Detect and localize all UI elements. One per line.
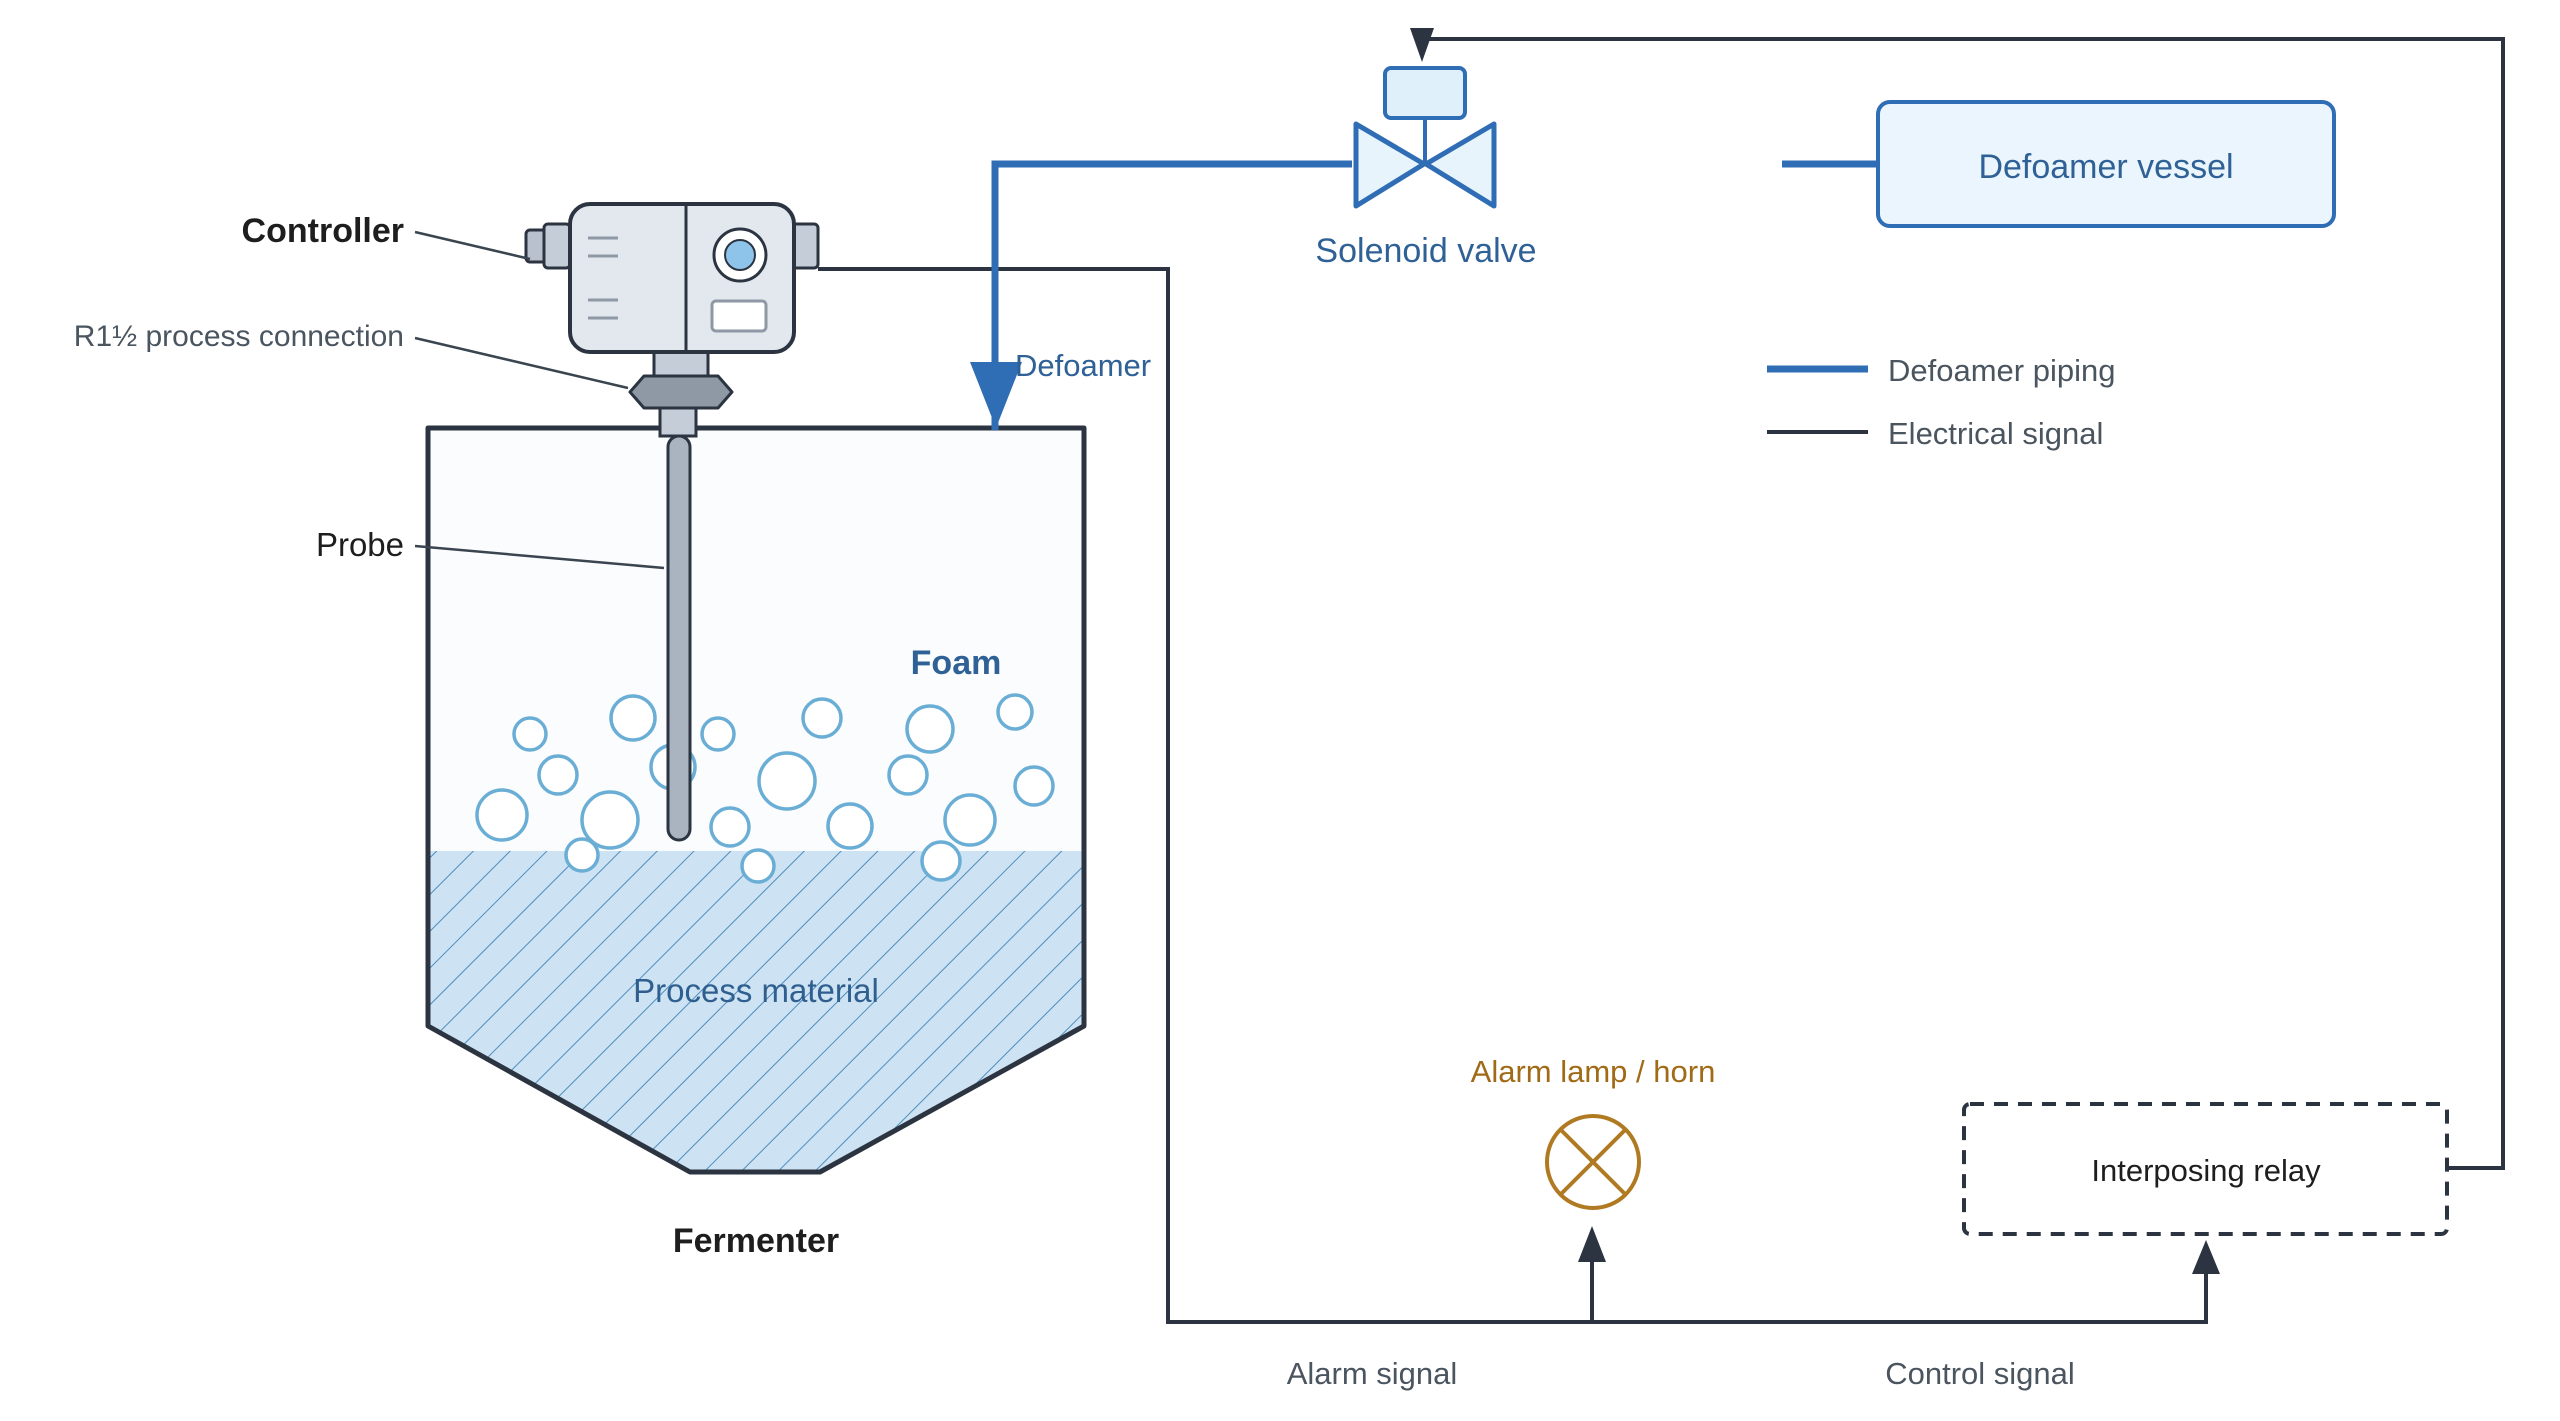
controller-label: Controller [242,212,404,250]
defoamer-piping [991,160,1878,430]
process-connection-label: R1½ process connection [74,320,404,353]
foam-bubbles [475,693,1055,884]
controller-output-wire [818,267,2208,1324]
legend-piping-label: Defoamer piping [1888,353,2115,388]
alarm-lamp-label: Alarm lamp / horn [1471,1054,1716,1089]
process-material-liquid [428,851,1084,1172]
process-material-label: Process material [633,972,879,1009]
defoamer-vessel-label: Defoamer vessel [1978,148,2233,186]
leader-lines [414,230,665,570]
solenoid-valve-label: Solenoid valve [1315,232,1536,270]
alarm-signal-label: Alarm signal [1287,1356,1458,1391]
interposing-relay-box [1962,1102,2449,1236]
probe-label: Probe [316,526,404,563]
alarm-lamp-icon [1545,1114,1641,1210]
foam-label: Foam [911,644,1002,682]
defoamer-flow-arrow [970,362,1022,428]
defoamer-vessel-box [1876,100,2336,228]
signal-arrowheads [1410,28,2220,1274]
interposing-relay-label: Interposing relay [2091,1153,2321,1188]
defoamer-flow-label: Defoamer [1015,348,1151,383]
legend-signal-label: Electrical signal [1888,416,2103,451]
solenoid-valve [1353,66,1497,209]
legend [1767,365,1868,434]
process-connection-nut [628,350,734,410]
control-signal-label: Control signal [1885,1356,2075,1391]
fermenter-label: Fermenter [673,1222,839,1260]
controller-housing [524,202,820,354]
